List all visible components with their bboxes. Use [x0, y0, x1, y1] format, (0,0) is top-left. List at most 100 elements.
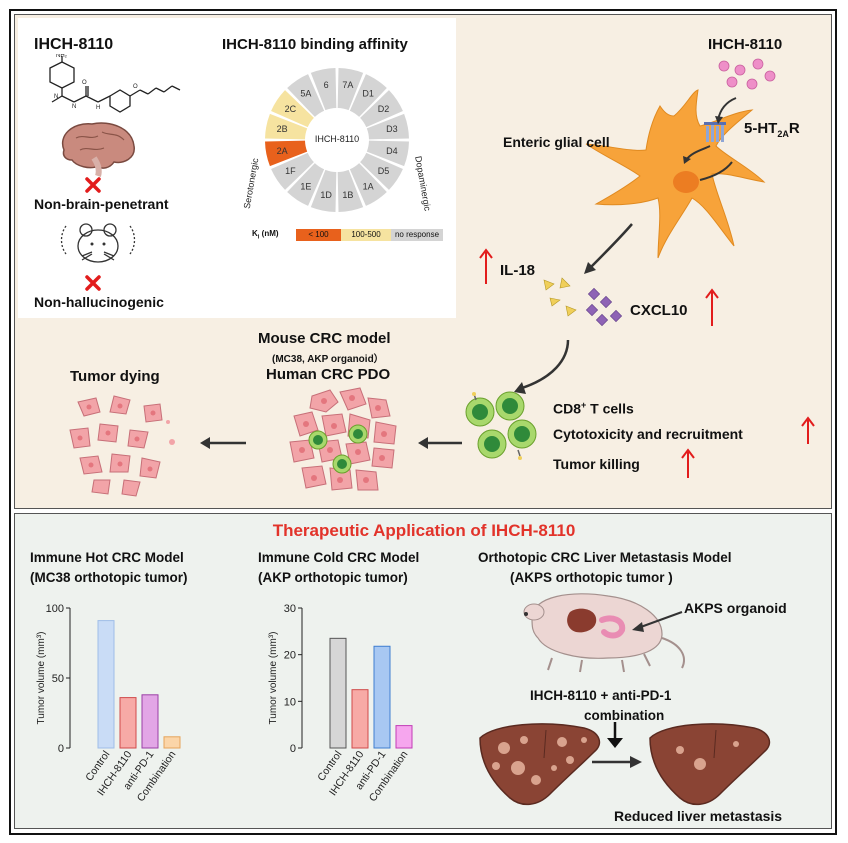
down-arrow-icon	[607, 722, 623, 748]
tumor-organoid-icon	[289, 387, 397, 491]
wheel-segment-label: D3	[386, 124, 398, 134]
bar-ihch-8110	[351, 689, 369, 749]
bar-anti-pd-1	[373, 645, 391, 749]
arrow-cell-to-cytokines	[584, 223, 633, 274]
wheel-segment-5a	[287, 74, 325, 117]
dying-tumor-icon	[69, 395, 175, 497]
wheel-segment-2b	[265, 113, 308, 140]
bar-control	[329, 637, 347, 749]
y-tick-label: 10	[284, 696, 296, 708]
mouse-with-liver-icon	[523, 593, 685, 673]
tumor-killing-label: Tumor killing	[553, 456, 640, 472]
wheel-segment-label: 1F	[285, 166, 296, 176]
liver-model-sub: (AKPS orthotopic tumor )	[510, 570, 673, 585]
legend-ki-label: Ki (nM)	[252, 229, 279, 241]
wheel-segment-2c	[271, 90, 314, 128]
liver-before-icon	[479, 723, 601, 806]
up-arrow-icon	[681, 448, 695, 478]
svg-text:N: N	[54, 94, 58, 100]
arrow-tumor-to-dying	[200, 437, 246, 449]
il18-label: IL-18	[500, 262, 536, 279]
enteric-glial-cell-icon	[585, 89, 766, 259]
compound-name: IHCH-8110	[34, 36, 114, 53]
wheel-segment-label: 2B	[277, 124, 288, 134]
up-arrow-icon	[801, 416, 815, 444]
wheel-segment-7a	[337, 68, 364, 111]
glial-cell-label: Enteric glial cell	[503, 134, 610, 150]
receptor-label: 5-HT2AR	[744, 120, 800, 139]
y-axis-label: Tumor volume (mm³)	[268, 632, 279, 725]
legend-mid-swatch: 100-500	[341, 229, 391, 241]
cytotoxicity-label: Cytotoxicity and recruitment	[553, 426, 743, 442]
y-tick-label: 20	[284, 650, 296, 662]
cold-model-sub: (AKP orthotopic tumor)	[258, 570, 408, 585]
wheel-segment-2a	[265, 140, 308, 167]
wheel-segment-label: 1D	[320, 190, 332, 200]
chemical-structure-icon: NH₂ N N O H O	[49, 54, 181, 113]
wheel-segment-label: 6	[324, 80, 329, 90]
legend-none-swatch: no response	[391, 229, 443, 241]
organoid-label: AKPS organoid	[684, 600, 787, 616]
bar-combination	[395, 725, 413, 749]
non-brain-penetrant-label: Non-brain-penetrant	[34, 196, 169, 212]
cd8-t-cells-icon	[465, 391, 537, 460]
liver-model-title: Orthotopic CRC Liver Metastasis Model	[478, 550, 732, 565]
wheel-center-label: IHCH-8110	[315, 134, 359, 144]
affinity-title: IHCH-8110 binding affinity	[222, 36, 408, 53]
wheel-segment-label: 2C	[285, 104, 297, 114]
human-model-label: Human CRC PDO	[266, 366, 391, 383]
brain-icon	[61, 122, 135, 177]
therapeutic-title: Therapeutic Application of IHCH-8110	[272, 521, 576, 540]
combo-line1: IHCH-8110 + anti-PD-1	[530, 688, 672, 703]
wheel-segment-label: 1B	[342, 190, 353, 200]
arrow-cytokines-to-tcells	[514, 339, 570, 394]
cross-icon	[85, 177, 101, 193]
cross-icon	[85, 275, 101, 291]
svg-text:H: H	[96, 105, 100, 111]
svg-text:N: N	[72, 104, 76, 110]
wheel-segment-label: 5A	[300, 88, 311, 98]
bar-combination	[163, 736, 181, 749]
y-tick-label: 0	[290, 743, 296, 755]
wheel-segment-label: D4	[386, 146, 398, 156]
mouse-model-sub: (MC38, AKP organoid）	[272, 354, 384, 365]
serotonergic-label: Serotonergic	[242, 157, 260, 209]
wheel-segment-label: 1A	[363, 182, 374, 192]
wheel-segment-6	[310, 68, 337, 111]
y-tick-label: 100	[46, 603, 64, 615]
svg-text:NH₂: NH₂	[56, 54, 68, 59]
arrow-tcells-to-tumor	[418, 437, 462, 449]
y-tick-label: 30	[284, 603, 296, 615]
wheel-segment-1a	[349, 163, 387, 206]
bar-control	[97, 620, 115, 749]
wheel-segment-label: 7A	[342, 80, 353, 90]
y-axis-label: Tumor volume (mm³)	[36, 632, 47, 725]
wheel-segment-label: 2A	[277, 146, 288, 156]
wheel-segment-1d	[310, 169, 337, 212]
wheel-segment-1e	[287, 163, 325, 206]
wheel-segment-d4	[366, 140, 409, 167]
cold-model-title: Immune Cold CRC Model	[258, 550, 420, 565]
cytokines-icon	[543, 277, 623, 327]
legend-high-swatch: < 100	[296, 229, 341, 241]
mouse-icon	[60, 223, 136, 263]
non-hallucinogenic-label: Non-hallucinogenic	[34, 294, 164, 310]
wheel-segment-1f	[271, 152, 314, 190]
svg-text:O: O	[133, 84, 138, 90]
wheel-segment-label: D1	[362, 88, 374, 98]
wheel-segment-label: 1E	[300, 182, 311, 192]
wheel-segment-d2	[360, 90, 403, 128]
cxcl10-label: CXCL10	[630, 302, 688, 319]
drug-label: IHCH-8110	[708, 36, 783, 53]
liver-after-icon	[649, 723, 771, 806]
arrow-organoid-pointer	[632, 611, 683, 632]
hot-model-title: Immune Hot CRC Model	[30, 550, 184, 565]
reduced-metastasis-label: Reduced liver metastasis	[614, 808, 783, 824]
up-arrow-icon	[705, 288, 719, 326]
wheel-segment-1b	[337, 169, 364, 212]
cd8-label: CD8+ T cells	[553, 400, 634, 417]
bar-anti-pd-1	[141, 694, 159, 749]
